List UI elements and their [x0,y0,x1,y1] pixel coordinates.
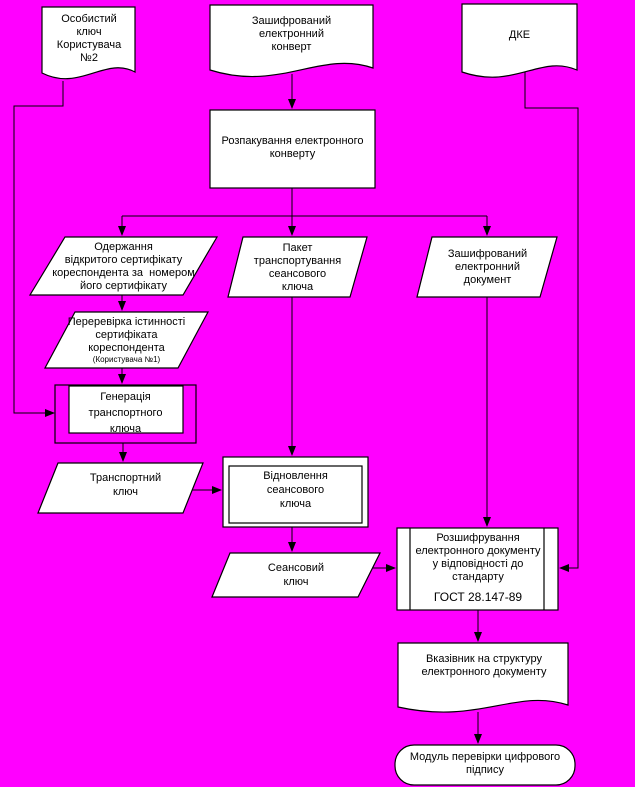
node-session-key-shape [211,552,381,598]
node-encrypted-envelope-shape [209,4,374,78]
node-decrypt-document-shape [396,527,559,611]
connectors-group [13,70,579,744]
node-personal-key-shape [41,6,136,80]
node-encrypted-document-shape [416,236,558,298]
node-generate-transport-key-outer [54,384,197,444]
node-signature-module-shape [394,744,576,786]
connector-dke-to-decrypt [524,70,579,572]
node-restore-session-key-inner [228,465,363,524]
node-generate-transport-key-inner [68,385,184,434]
node-transport-key-shape [37,462,204,514]
node-dke-shape [461,3,578,78]
node-get-certificate-shape [28,236,219,296]
connector-personal-key-to-generate [13,81,64,417]
node-unpack-envelope-shape [209,109,376,189]
node-transport-package-shape [227,236,368,298]
nodes-group [28,3,578,786]
node-verify-certificate-shape [43,311,210,369]
node-structure-pointer-shape [397,642,569,713]
